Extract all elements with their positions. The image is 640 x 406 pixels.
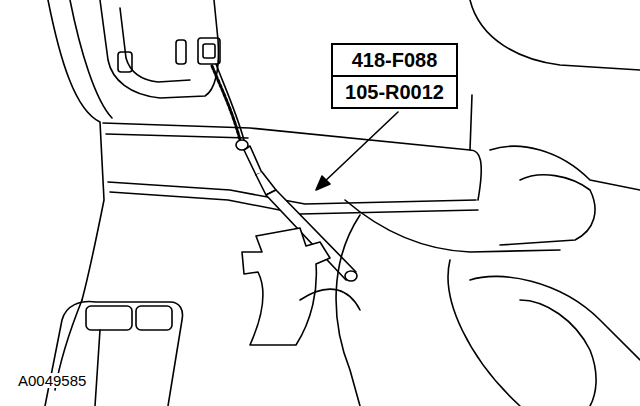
tool-number: 105-R0012 <box>345 82 444 102</box>
tool-number-box: 418-F088 <box>331 43 458 77</box>
tool-number-box: 105-R0012 <box>331 75 458 109</box>
figure-number: A0049585 <box>18 373 86 388</box>
tool-number: 418-F088 <box>352 50 438 70</box>
